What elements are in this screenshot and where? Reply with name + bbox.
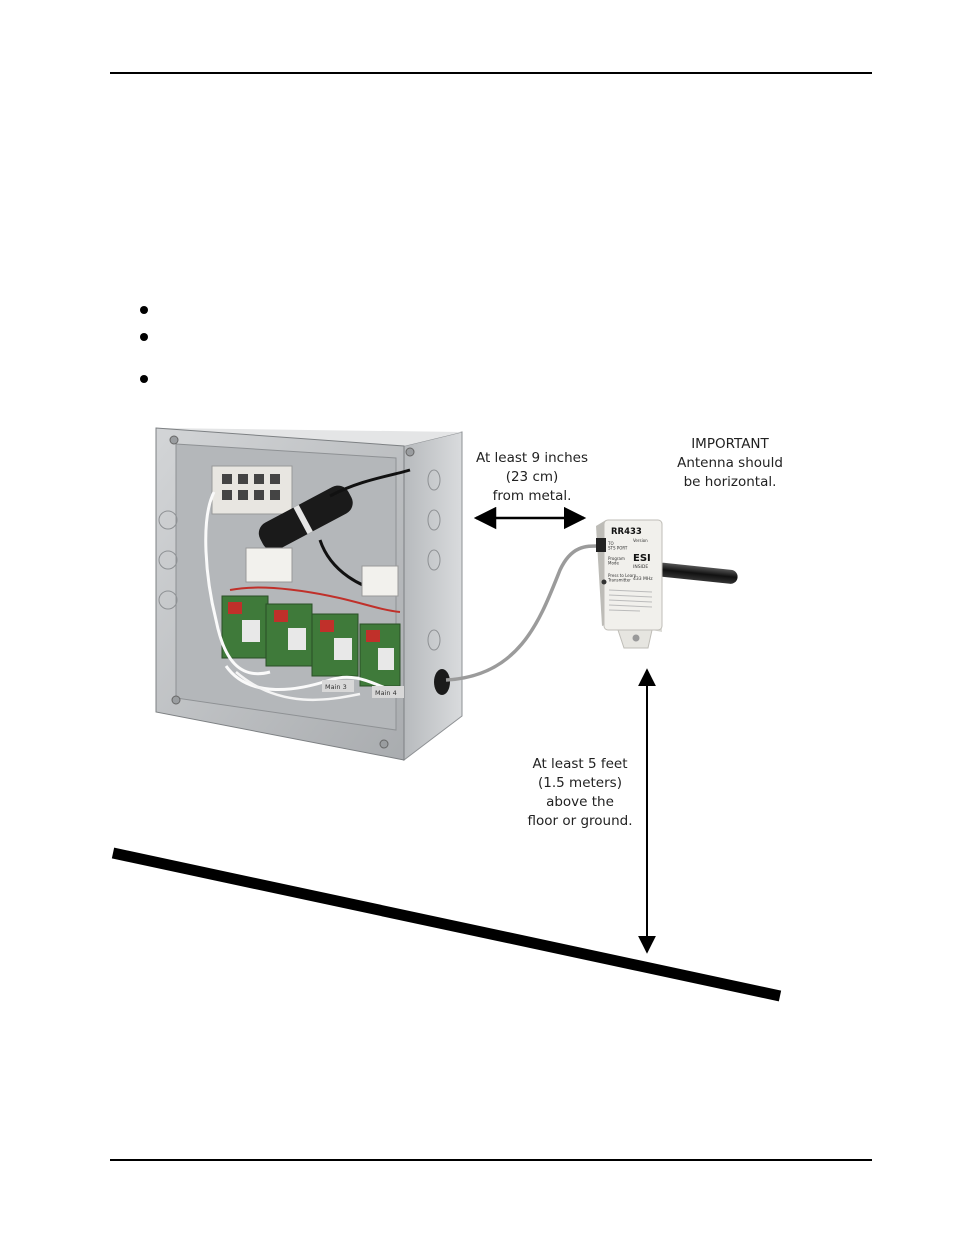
device-brand: ESI bbox=[633, 553, 651, 564]
callout-height-above-floor: At least 5 feet (1.5 meters) above the f… bbox=[527, 756, 633, 829]
relay-boards bbox=[221, 595, 401, 687]
connection-cable bbox=[445, 544, 603, 682]
device-model: RR433 bbox=[611, 527, 642, 537]
device-sublabel: Version bbox=[633, 538, 648, 543]
callout-important-body: Antenna should be horizontal. bbox=[677, 455, 783, 490]
enclosure-label-main-4: Main 4 bbox=[375, 689, 397, 697]
enclosure-label-main-3: Main 3 bbox=[325, 683, 347, 691]
device-frequency: 433 MHz bbox=[633, 576, 653, 582]
bullet-1 bbox=[140, 306, 148, 314]
bullet-3 bbox=[140, 375, 148, 383]
antenna-icon bbox=[655, 562, 738, 584]
callout-important-title: IMPORTANT bbox=[691, 436, 769, 452]
footer-rule bbox=[110, 1159, 872, 1161]
enclosure: Main 3 Main 4 bbox=[155, 427, 463, 762]
bullet-2 bbox=[140, 333, 148, 341]
header-rule bbox=[110, 72, 872, 74]
device-brand-sub: INSIDE bbox=[633, 564, 648, 570]
callout-distance-from-metal: At least 9 inches (23 cm) from metal. bbox=[475, 450, 589, 504]
floor-line bbox=[111, 847, 782, 1002]
